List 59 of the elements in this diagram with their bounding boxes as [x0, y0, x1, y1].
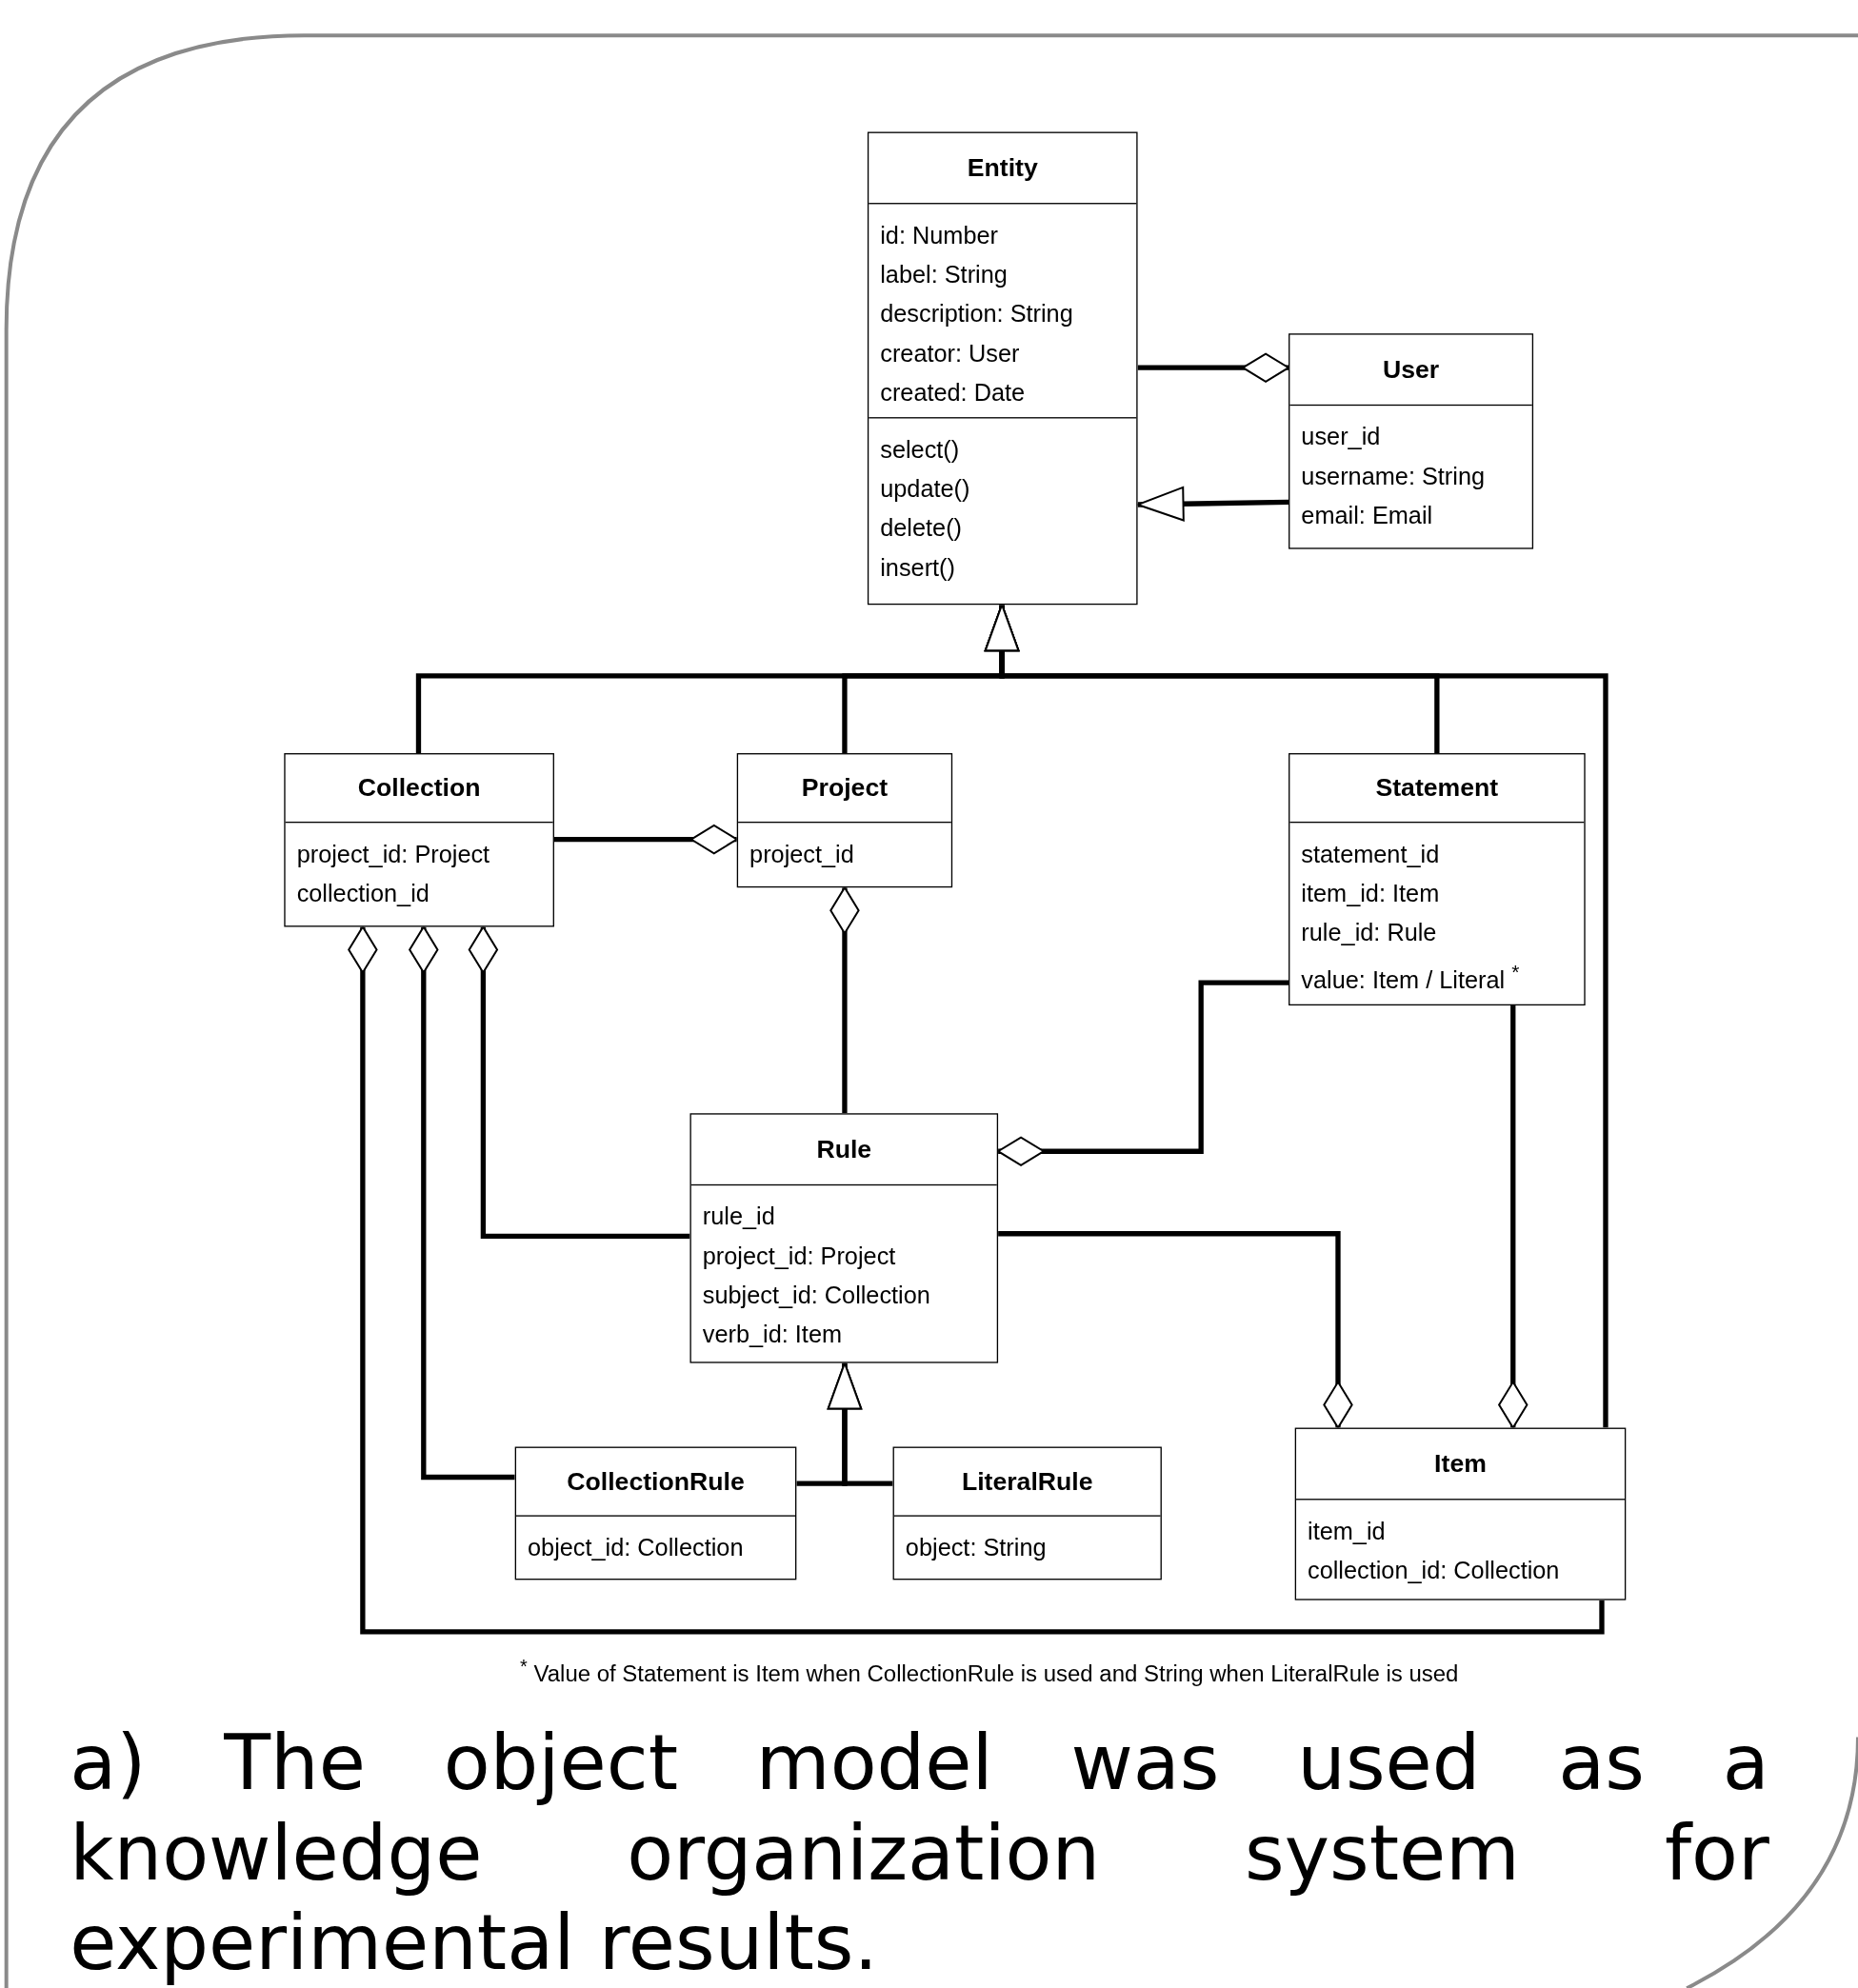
generalization-arrow	[827, 1362, 893, 1486]
class-name: Statement	[1375, 773, 1499, 803]
caption: a) The object model was used as a knowledge organization system for experimental results.	[70, 1718, 1769, 1988]
class-name: Collection	[357, 773, 481, 803]
attribute-text: rule_id	[702, 1202, 775, 1232]
class-box	[689, 1113, 999, 1363]
class-name: Rule	[816, 1134, 872, 1164]
attribute-text: object_id: Collection	[528, 1533, 744, 1563]
class-name: User	[1382, 354, 1440, 385]
class-name: CollectionRule	[567, 1466, 745, 1497]
attribute-text: verb_id: Item	[702, 1320, 843, 1350]
class-box	[1289, 753, 1586, 1006]
method-name: update()	[880, 474, 970, 505]
aggregation-line	[997, 980, 1289, 1166]
attribute-text: label: String	[880, 260, 1008, 290]
aggregation-line	[1498, 1005, 1528, 1429]
attribute-text: description: String	[880, 299, 1073, 329]
attribute-text: project_id	[749, 839, 854, 869]
attribute-text: collection_id: Collection	[1308, 1556, 1560, 1586]
attribute-text: value: Item / Literal $^{*}$	[1301, 960, 1520, 996]
method-name: insert()	[880, 552, 955, 583]
attribute-text: rule_id: Rule	[1301, 918, 1437, 948]
class-name: Project	[801, 773, 889, 803]
class-name: LiteralRule	[961, 1466, 1093, 1497]
aggregation-line	[409, 925, 515, 1481]
class-box	[284, 753, 554, 927]
attribute-text: collection_id	[296, 879, 430, 909]
class-box	[1294, 1427, 1627, 1600]
attribute-text: email: Email	[1301, 501, 1433, 531]
class-box	[1289, 333, 1534, 549]
aggregation-line	[998, 1231, 1353, 1429]
aggregation-line	[468, 925, 690, 1240]
attribute-text: object: String	[905, 1533, 1047, 1563]
attribute-text: item_id: Item	[1301, 879, 1440, 909]
aggregation-line	[1137, 352, 1290, 383]
attribute-text: project_id: Project	[296, 839, 490, 869]
attribute-text: id: Number	[880, 221, 998, 250]
class-box	[892, 1446, 1162, 1580]
class-box	[514, 1446, 797, 1580]
class-box	[736, 753, 953, 888]
class-box	[867, 131, 1138, 606]
generalization-arrow	[1136, 486, 1289, 522]
attribute-text: creator: User	[880, 338, 1020, 368]
attribute-text: item_id	[1308, 1517, 1386, 1547]
aggregation-line	[348, 925, 1605, 1635]
method-name: delete()	[880, 513, 962, 544]
method-name: select()	[880, 435, 960, 466]
aggregation-line	[829, 886, 860, 1114]
footnote: $^{*}$ Value of Statement is Item when CollectionRule is used and String when LiteralRule is used	[520, 1660, 1459, 1687]
class-name: Item	[1434, 1449, 1487, 1479]
generalization-arrow	[984, 604, 1608, 1428]
attribute-text: statement_id	[1301, 839, 1440, 869]
attribute-text: subject_id: Collection	[702, 1281, 930, 1311]
attribute-text: project_id: Project	[702, 1242, 896, 1272]
attribute-text: created: Date	[880, 378, 1026, 408]
aggregation-line	[553, 824, 738, 855]
class-name: Entity	[967, 153, 1038, 183]
attribute-text: user_id	[1301, 422, 1381, 452]
attribute-text: username: String	[1301, 462, 1486, 492]
